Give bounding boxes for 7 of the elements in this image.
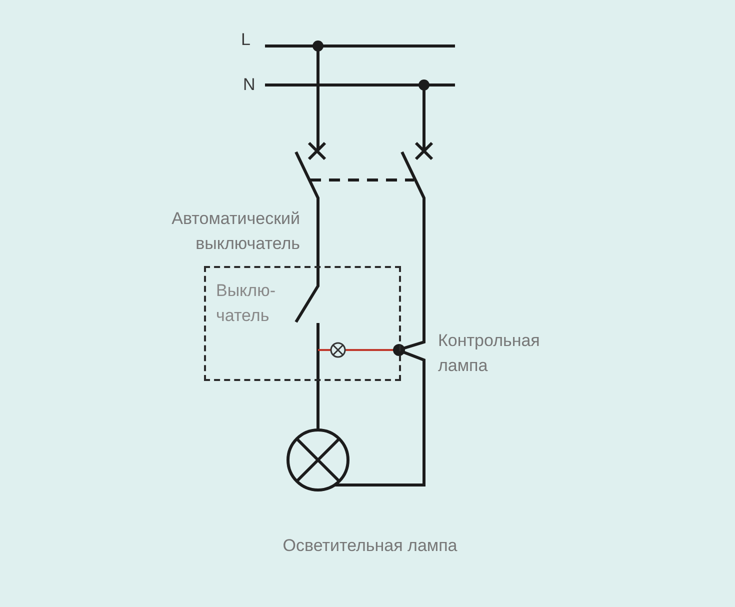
bus-label: L	[241, 29, 252, 51]
switch-label: Выклю- чатель	[216, 280, 277, 327]
bus-label: N	[243, 74, 256, 96]
component-label: Контрольная лампа	[438, 330, 541, 377]
switch-enclosure-box	[204, 266, 401, 381]
component-label: Автоматический выключатель	[170, 208, 300, 255]
component-label: Осветительная лампа	[282, 535, 458, 557]
